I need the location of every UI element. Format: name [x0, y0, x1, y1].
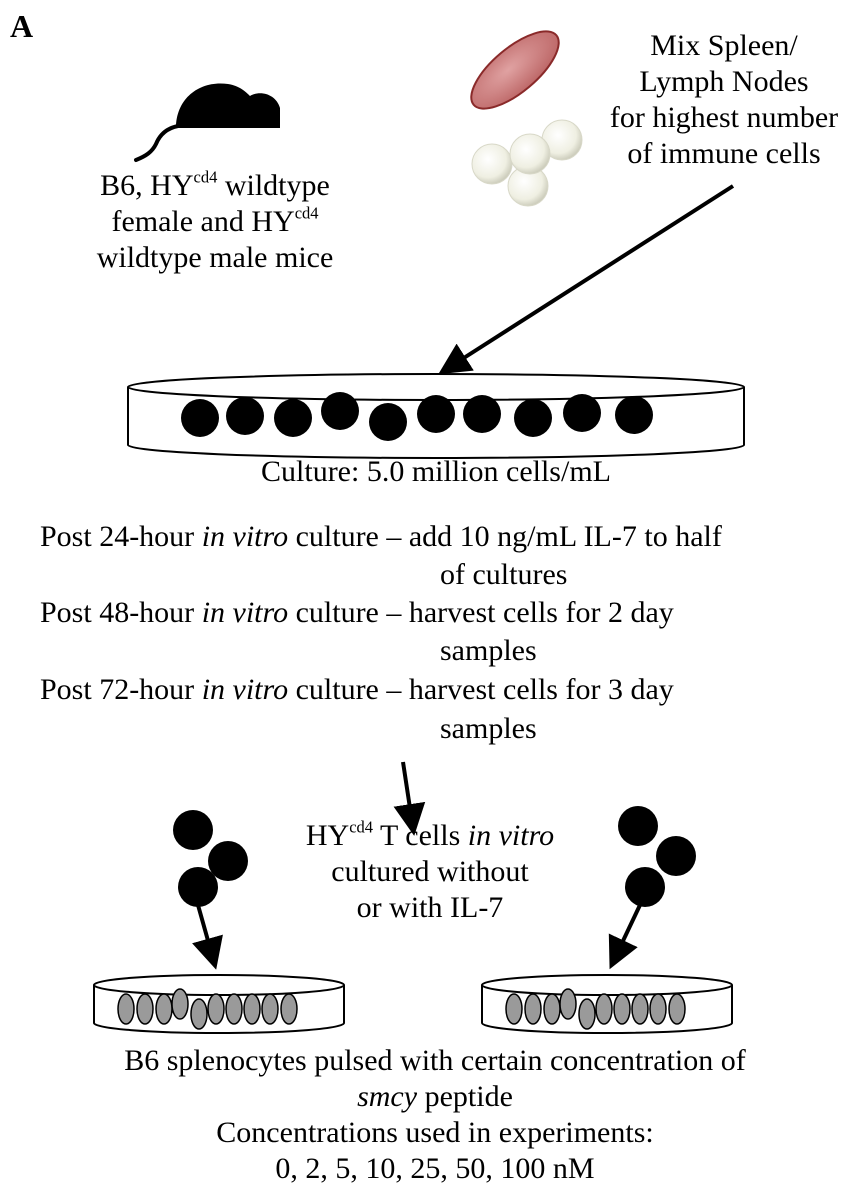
assay-note-line: B6 splenocytes pulsed with certain conce…: [60, 1043, 810, 1079]
timeline-step-48h-cont: samples: [440, 633, 537, 669]
peptide-name: smcy: [357, 1080, 417, 1113]
timeline-step-24h-cont: of cultures: [440, 557, 567, 593]
assay-note-line: Concentrations used in experiments:: [60, 1115, 810, 1151]
mice-note-text: wildtype: [217, 169, 330, 202]
timeline-step-72h-cont: samples: [440, 711, 537, 747]
concentration-list: 0, 2, 5, 10, 25, 50, 100 nM: [60, 1151, 810, 1187]
culture-caption: Culture: 5.0 million cells/mL: [186, 454, 686, 490]
mice-note-text: wildtype male mice: [60, 240, 370, 276]
source-note-line: Mix Spleen/: [598, 28, 850, 64]
spleen-icon: [459, 18, 570, 121]
source-note-line: of immune cells: [598, 136, 850, 172]
mouse-icon: [136, 83, 280, 160]
panel-label: A: [10, 8, 33, 44]
timeline-step-48h: Post 48-hour in vitro culture – harvest …: [40, 595, 674, 631]
mice-note-text: female and HY: [111, 205, 294, 238]
tcell-cluster-right: [618, 806, 696, 907]
tcell-note: HYcd4 T cells in vitro cultured without …: [280, 818, 580, 926]
source-note-line: for highest number: [598, 100, 850, 136]
source-note-line: Lymph Nodes: [598, 64, 850, 100]
tcell-note-line: cultured without: [280, 854, 580, 890]
timeline-step-72h: Post 72-hour in vitro culture – harvest …: [40, 672, 674, 708]
mice-note-sup: cd4: [194, 168, 218, 187]
assay-note: B6 splenocytes pulsed with certain conce…: [60, 1043, 810, 1187]
lymph-nodes-icon: [472, 120, 582, 206]
mice-note-text: B6, HY: [100, 169, 193, 202]
arrow-left-to-dish: [198, 905, 214, 962]
mice-note: B6, HYcd4 wildtype female and HYcd4 wild…: [60, 168, 370, 276]
mice-note-sup: cd4: [295, 204, 319, 223]
arrow-right-to-dish: [613, 905, 640, 962]
assay-note-text: peptide: [417, 1080, 513, 1113]
timeline-step-24h: Post 24-hour in vitro culture – add 10 n…: [40, 519, 722, 555]
arrow-to-culture: [445, 186, 733, 370]
source-note: Mix Spleen/ Lymph Nodes for highest numb…: [598, 28, 850, 172]
tcell-cluster-left: [173, 810, 248, 907]
tcell-note-line: or with IL-7: [280, 890, 580, 926]
